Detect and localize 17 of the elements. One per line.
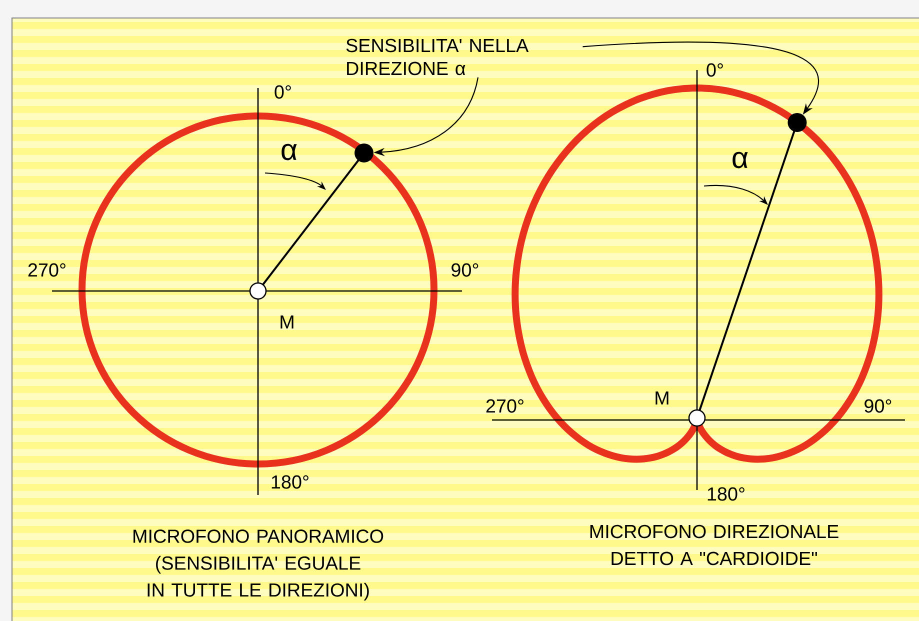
axis-label: 180° — [708, 487, 744, 501]
point-label: M — [656, 392, 668, 404]
caption: MICROFONO PANORAMICO (SENSIBILITA' EGUALE IN TUTTE LE DIREZIONI) — [134, 530, 384, 600]
axis-label: 180° — [272, 475, 308, 489]
sensitivity-dot — [354, 144, 374, 162]
sensitivity-dot — [788, 113, 807, 132]
caption: MICROFONO DIREZIONALE DETTO A "CARDIOIDE" — [590, 524, 838, 566]
angle-symbol: α — [282, 144, 297, 160]
angle-symbol: α — [732, 152, 748, 168]
point-label: M — [280, 316, 294, 328]
axis-label: 0° — [706, 63, 723, 77]
axis-label: 270° — [28, 263, 66, 277]
axis-label: 0° — [274, 85, 291, 99]
annotation-text: SENSIBILITA' NELLA DIREZIONE α — [346, 38, 529, 76]
axis-label: 270° — [486, 399, 524, 413]
axis-label: 90° — [452, 263, 478, 277]
axis-label: 90° — [864, 399, 892, 413]
